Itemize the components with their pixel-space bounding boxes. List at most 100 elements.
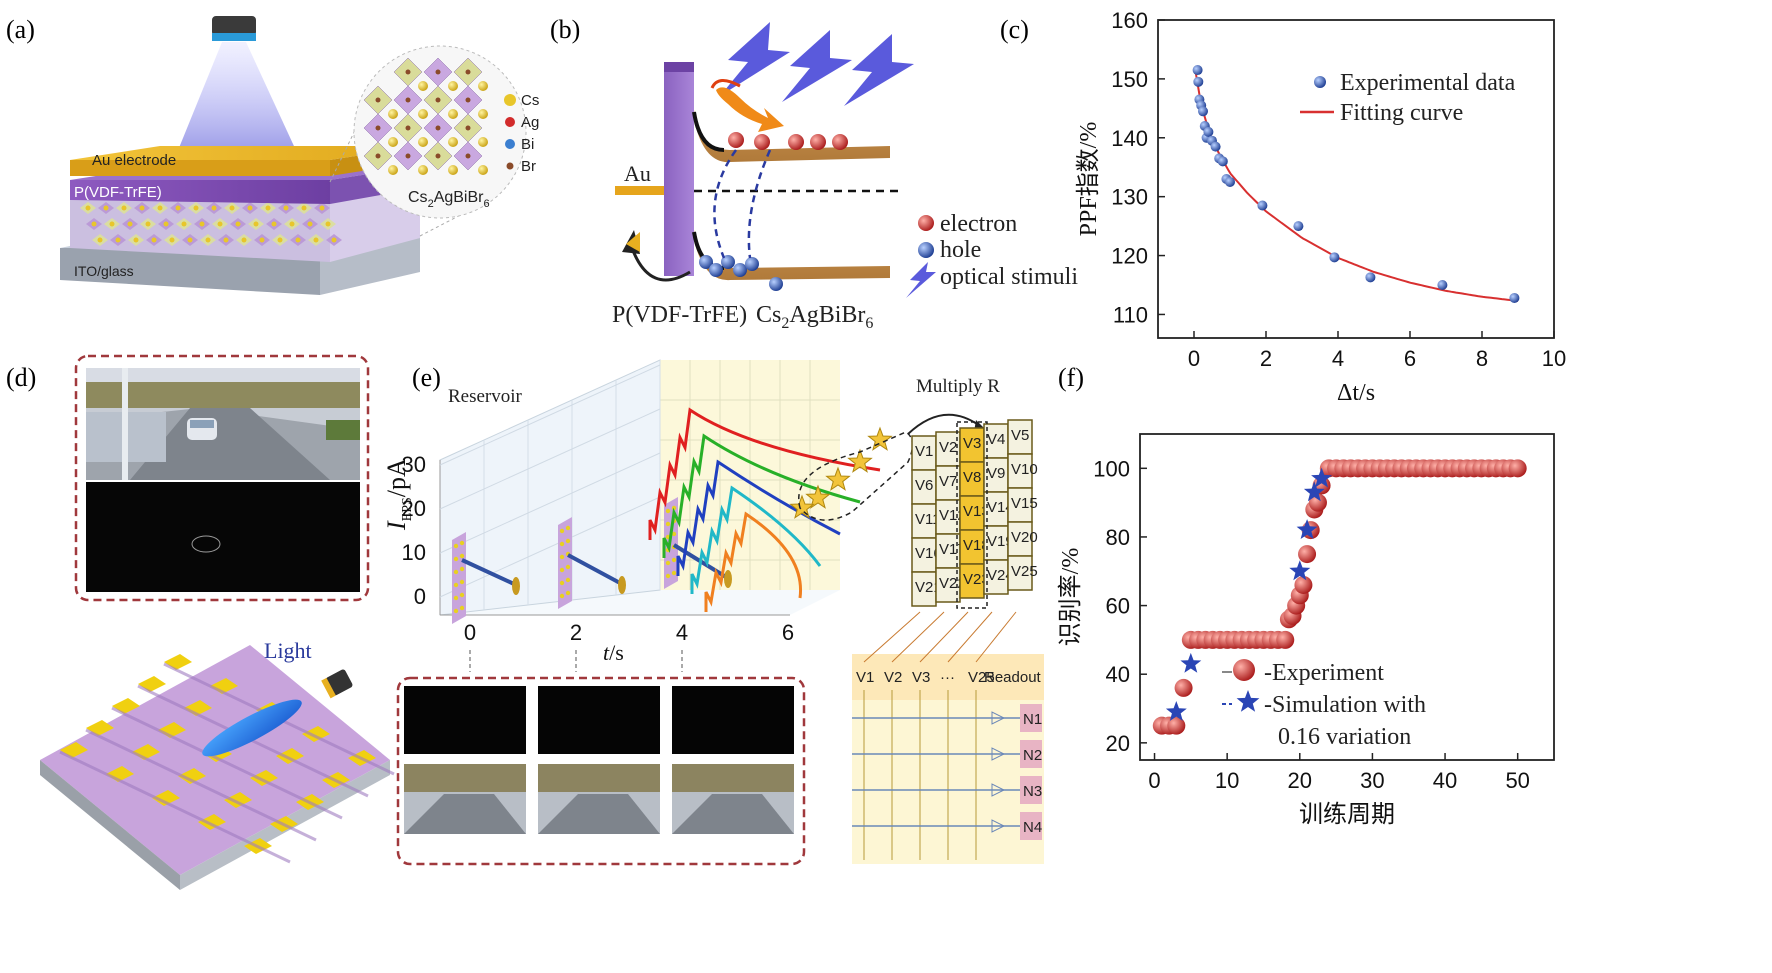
e-frame [396,676,806,866]
ps-curve [704,511,803,612]
lightning-icons [720,22,914,106]
x-tick-label: 2 [1260,346,1272,371]
e-x-tick: 4 [676,620,688,645]
e-y-tick: 0 [414,584,426,609]
matrix-cell-label: V5 [1011,427,1029,444]
legend-optical-stimuli: optical stimuli [940,264,1078,290]
sensor-pad [178,768,206,784]
light-source-icon [212,16,256,41]
matrix-cell-label: V12 [939,507,966,524]
sensor-array: Light [40,638,395,890]
data-point [1198,106,1208,117]
panel-b-label: (b) [550,15,580,44]
e-x-tick: 2 [570,620,582,645]
e-x-tick: 6 [782,620,794,645]
legend-electron: electron [940,211,1017,237]
light-ray [202,699,302,757]
light-beam [170,42,305,170]
excitation-arrow [716,87,784,132]
legend-label-sim: -Simulation with [1264,692,1426,718]
y-tick-label: 60 [1106,594,1130,619]
state-star [789,494,815,519]
e-y-tick: 20 [402,496,426,521]
legend-hole: hole [940,237,981,263]
matrix-cell-label: V14 [987,499,1014,516]
panel-c-label: (c) [1000,15,1029,44]
y-tick-label: 80 [1106,525,1130,550]
panel-d: (d) Light [6,354,395,890]
ps-curve [690,485,822,594]
matrix-cell-label: V2 [939,439,957,456]
x-tick-label: 40 [1433,768,1457,793]
x-tick-label: 50 [1505,768,1529,793]
matrix-cell [935,465,961,501]
matrix-cell-label: V19 [987,533,1014,550]
experiment-point [1294,575,1313,594]
simulation-point [1289,560,1311,581]
matrix-cell-label: V11 [915,511,941,528]
y-tick-label: 140 [1111,126,1148,151]
data-point [1203,126,1214,137]
state-star [847,448,873,473]
panel-a-label: (a) [6,15,35,44]
ps-curve [648,407,881,540]
y-axis-title: 识别率/% [1057,548,1084,647]
sensor-pad [152,790,180,806]
matrix-cell-label: V10 [1011,461,1038,478]
matrix-cell-label: V6 [915,477,933,494]
matrix-cell-label: V13 [963,503,990,520]
matrix-cell-label: V18 [963,537,990,554]
output-node-label: N2 [1023,747,1042,764]
experiment-point [1174,678,1193,697]
valence-band [694,230,890,281]
data-point [1329,252,1340,263]
y-tick-label: 100 [1093,456,1130,481]
matrix-cell [911,435,937,471]
x-tick-label: 10 [1542,346,1566,371]
readout-input-label: V1 [856,669,874,686]
readout-input-label: ··· [940,669,955,686]
legend-label-ag: Ag [521,114,539,131]
multiply-label: Multiply R [916,376,1000,397]
state-star [805,484,831,509]
legend-label-cs: Cs [521,92,539,109]
experiment-point [1276,630,1295,649]
event-frame [672,686,794,754]
data-point [1365,272,1376,283]
simulation-point [1296,519,1318,539]
panel-f-label: (f) [1058,363,1084,392]
legend-marker [504,94,516,106]
plot-frame [1139,433,1555,761]
y-tick-label: 40 [1106,662,1130,687]
matrix-cell [983,491,1009,527]
matrix-cell [1007,555,1033,591]
pvdf-layer [70,180,330,204]
legend-label-fit: Fitting curve [1340,100,1463,126]
reservoir-label: Reservoir [448,386,523,407]
y-axis-title: PPF指数/% [1075,122,1102,237]
sensor-pad [198,814,226,830]
data-point [1210,141,1221,152]
sensor-pad [302,726,330,742]
output-node-label: N1 [1023,711,1042,728]
simulation-point [1303,481,1325,502]
y-tick-label: 120 [1111,244,1148,269]
state-star [867,426,893,451]
data-point [1217,156,1228,167]
matrix-cell [911,571,937,607]
y-tick-label: 150 [1111,67,1148,92]
x-tick-label: 0 [1148,768,1160,793]
y-tick-label: 130 [1111,185,1148,210]
legend-marker [505,117,515,127]
light-label: Light [264,638,312,663]
readout-input-label: V3 [912,669,930,686]
d-frame [74,354,370,602]
cs2agbibr6-label: Cs2AgBiBr6 [756,302,873,332]
pvdf-label: P(VDF-TrFE) [74,184,162,201]
legend-label-exp: Experimental data [1340,70,1516,96]
